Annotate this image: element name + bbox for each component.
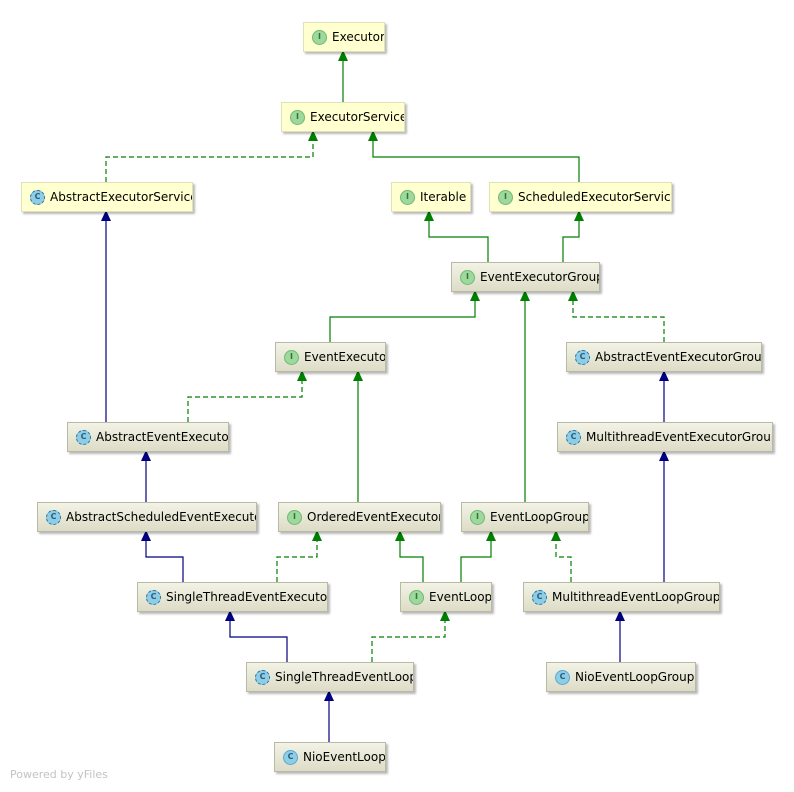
footer-credit: Powered by yFiles <box>10 768 108 781</box>
node-label: ScheduledExecutorService <box>518 190 672 204</box>
interface-icon: I <box>284 349 299 365</box>
node-multithread-event-loop-group[interactable]: C MultithreadEventLoopGroup <box>523 582 720 612</box>
interface-icon: I <box>460 269 475 285</box>
edge-singlethreadeventloop-singlethreadeventexecutor <box>225 610 288 662</box>
interface-icon: I <box>498 189 513 205</box>
node-single-thread-event-executor[interactable]: C SingleThreadEventExecutor <box>137 582 328 612</box>
abstract-class-icon: C <box>76 429 91 445</box>
edge-scheduledexecutorservice-executorservice <box>368 130 580 182</box>
node-label: AbstractEventExecutorGroup <box>595 350 762 364</box>
node-nio-event-loop-group[interactable]: C NioEventLoopGroup <box>546 662 696 692</box>
node-single-thread-event-loop[interactable]: C SingleThreadEventLoop <box>246 662 414 692</box>
abstract-class-icon: C <box>575 349 590 365</box>
node-abstract-scheduled-event-executor[interactable]: C AbstractScheduledEventExecutor <box>37 502 257 532</box>
interface-icon: I <box>400 189 415 205</box>
node-label: MultithreadEventExecutorGroup <box>586 430 773 444</box>
edge-abstractexecutorservice-executorservice <box>105 130 318 182</box>
node-abstract-event-executor-group[interactable]: C AbstractEventExecutorGroup <box>566 342 762 372</box>
interface-icon: I <box>470 509 485 525</box>
node-event-executor[interactable]: I EventExecutor <box>275 342 386 372</box>
abstract-class-icon: C <box>146 589 161 605</box>
node-label: AbstractExecutorService <box>50 190 193 204</box>
node-abstract-event-executor[interactable]: C AbstractEventExecutor <box>67 422 229 452</box>
node-scheduled-executor-service[interactable]: I ScheduledExecutorService <box>489 182 672 212</box>
abstract-class-icon: C <box>30 189 45 205</box>
abstract-class-icon: C <box>255 669 270 685</box>
node-label: EventLoopGroup <box>490 510 589 524</box>
edge-multithreadeventloopgroup-eventloopgroup <box>551 530 572 582</box>
node-label: NioEventLoop <box>303 750 386 764</box>
edge-singlethreadeventexecutor-orderedeventexecutor <box>276 530 322 582</box>
abstract-class-icon: C <box>532 589 547 605</box>
node-label: OrderedEventExecutor <box>307 510 441 524</box>
edge-eventloop-eventloopgroup <box>460 530 496 582</box>
node-event-loop-group[interactable]: I EventLoopGroup <box>461 502 589 532</box>
node-label: Executor <box>332 30 385 44</box>
node-label: AbstractEventExecutor <box>96 430 229 444</box>
edge-abstracteventexecutorgroup-eventexecutorgroup <box>568 290 665 342</box>
node-label: NioEventLoopGroup <box>575 670 695 684</box>
node-label: MultithreadEventLoopGroup <box>552 590 720 604</box>
node-label: EventExecutorGroup <box>480 270 600 284</box>
node-label: EventExecutor <box>304 350 386 364</box>
node-nio-event-loop[interactable]: C NioEventLoop <box>274 742 386 772</box>
edge-eventloop-orderedeventexecutor <box>395 530 424 582</box>
interface-icon: I <box>312 29 327 45</box>
abstract-class-icon: C <box>46 509 61 525</box>
node-label: SingleThreadEventExecutor <box>166 590 328 604</box>
abstract-class-icon: C <box>566 429 581 445</box>
class-icon: C <box>555 669 570 685</box>
edge-eventexecutorgroup-iterable <box>424 210 489 262</box>
node-iterable[interactable]: I Iterable <box>391 182 471 212</box>
node-executor[interactable]: I Executor <box>303 22 385 52</box>
interface-icon: I <box>287 509 302 525</box>
interface-icon: I <box>290 109 305 125</box>
edge-abstracteventexecutor-eventexecutor <box>187 370 307 422</box>
edge-singlethreadeventexecutor-abstractscheduledeventexecutor <box>141 530 184 582</box>
edge-singlethreadeventloop-eventloop <box>371 610 450 662</box>
node-label: Iterable <box>420 190 467 204</box>
edge-eventexecutorgroup-scheduledexecutorservice <box>562 210 584 262</box>
edge-eventexecutor-eventexecutorgroup <box>329 290 480 342</box>
interface-icon: I <box>409 589 424 605</box>
node-label: SingleThreadEventLoop <box>275 670 414 684</box>
node-label: AbstractScheduledEventExecutor <box>66 510 257 524</box>
node-executor-service[interactable]: I ExecutorService <box>281 102 405 132</box>
node-event-loop[interactable]: I EventLoop <box>400 582 492 612</box>
node-ordered-event-executor[interactable]: I OrderedEventExecutor <box>278 502 441 532</box>
node-label: EventLoop <box>429 590 492 604</box>
node-abstract-executor-service[interactable]: C AbstractExecutorService <box>21 182 193 212</box>
node-label: ExecutorService <box>310 110 405 124</box>
class-icon: C <box>283 749 298 765</box>
node-event-executor-group[interactable]: I EventExecutorGroup <box>451 262 600 292</box>
node-multithread-event-executor-group[interactable]: C MultithreadEventExecutorGroup <box>557 422 773 452</box>
